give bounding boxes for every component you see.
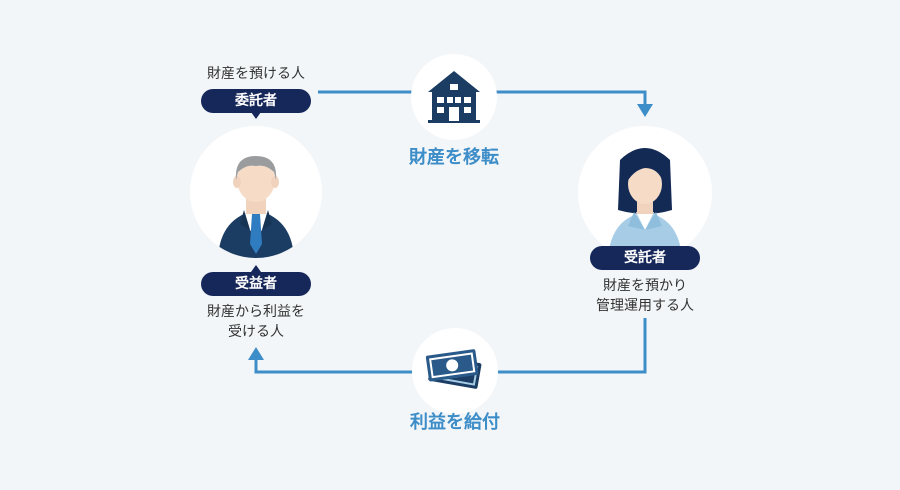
settlor-description: 財産を預ける人	[207, 66, 305, 82]
beneficiary-role-badge: 受益者	[201, 265, 311, 296]
businesswoman-icon	[608, 148, 682, 260]
businessman-icon	[218, 156, 294, 258]
money-bills-icon	[425, 349, 482, 389]
benefit-flow-label: 利益を給付	[410, 412, 500, 433]
benefit-line-left	[254, 360, 418, 374]
trustee-avatar-circle	[578, 126, 712, 260]
transfer-flow-label: 財産を移転	[409, 147, 499, 168]
building-icon	[428, 71, 480, 123]
beneficiary-description-line1: 財産から利益を	[207, 304, 305, 320]
transfer-arrowhead	[637, 104, 653, 117]
trustee-description-line1: 財産を預かり	[603, 278, 687, 294]
settlor-role-badge: 委託者	[201, 89, 311, 119]
transfer-icon-circle	[411, 54, 497, 140]
beneficiary-description-line2: 受ける人	[228, 324, 284, 340]
benefit-line-right	[495, 318, 647, 374]
settlor-avatar-circle	[190, 126, 322, 258]
transfer-line-right	[495, 90, 647, 104]
benefit-icon-circle	[412, 328, 498, 414]
benefit-arrowhead	[248, 347, 264, 360]
trustee-role-badge: 受託者	[590, 246, 700, 270]
trustee-description-line2: 管理運用する人	[596, 298, 694, 314]
